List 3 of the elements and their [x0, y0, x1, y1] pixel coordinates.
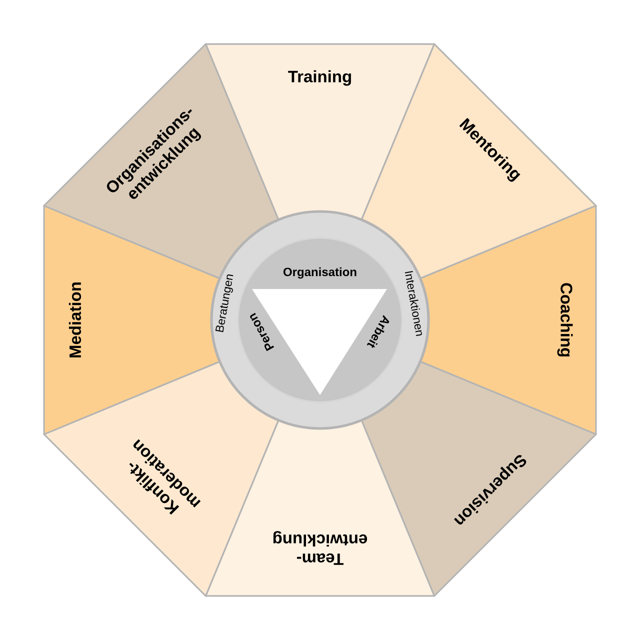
segment: Training — [204, 43, 436, 220]
circle-label: Organisation — [283, 267, 356, 279]
segment: Team- entwicklung — [204, 420, 436, 597]
